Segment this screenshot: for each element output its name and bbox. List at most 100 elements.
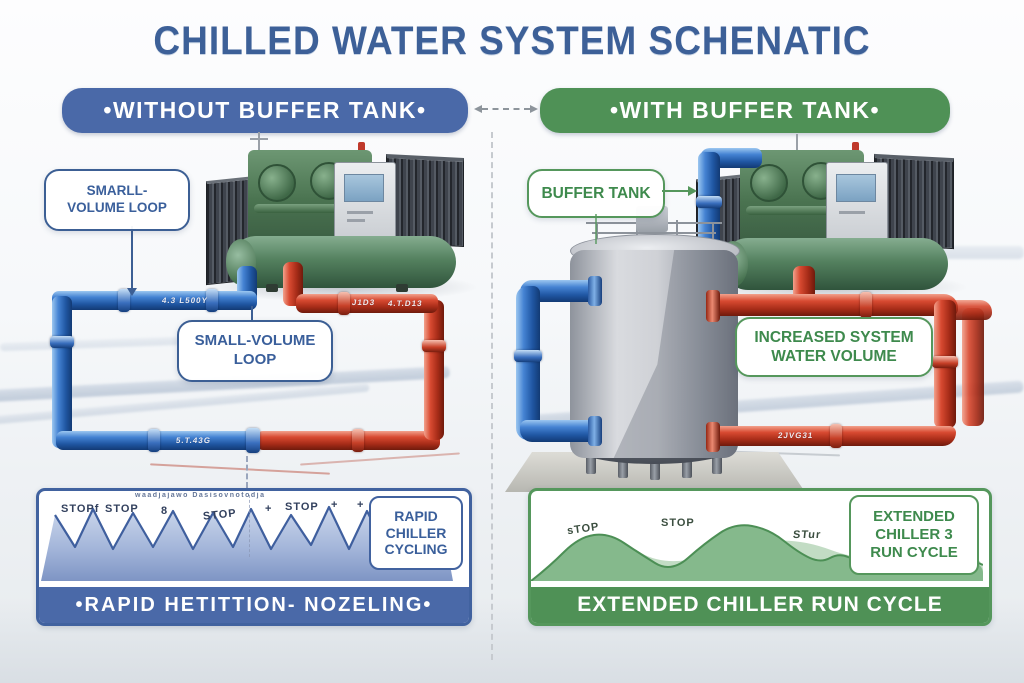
- pipe-label-garbled: 4.3 L500Y: [161, 296, 209, 305]
- header-with-buffer-tank: •WITH BUFFER TANK•: [540, 88, 950, 133]
- pipe-coupling: [352, 429, 364, 452]
- receiver-tank: [226, 236, 456, 288]
- callout-connector: [595, 214, 597, 244]
- stop-label: STOPf: [61, 503, 100, 515]
- pipe-coupling: [830, 424, 842, 448]
- center-divider: [491, 132, 493, 660]
- tank-leg: [586, 446, 596, 474]
- tank-railing: [592, 232, 716, 234]
- pipe-coupling: [422, 340, 446, 352]
- pipe-coupling: [696, 196, 722, 208]
- pipe-coupling: [206, 289, 218, 312]
- compare-arrowhead-left-icon: [474, 105, 482, 113]
- chiller-rod: [250, 138, 268, 140]
- chart-extended-run: sTOP STOP STur EXTENDED CHILLER 3 RUN CY…: [528, 488, 992, 626]
- control-screen: [836, 174, 876, 202]
- pipe-coupling: [50, 336, 74, 348]
- pipe-coupling: [338, 292, 350, 315]
- tank-port-flange: [706, 422, 720, 452]
- tank-supply-riser: [698, 152, 720, 264]
- tank-port-flange: [706, 290, 720, 322]
- receiver-tank: [718, 238, 948, 290]
- callout-line: VOLUME LOOP: [67, 200, 167, 215]
- pipe-coupling: [932, 356, 958, 368]
- tank-port-flange: [588, 416, 602, 446]
- tank-blue-loop-riser: [516, 286, 540, 440]
- tank-railing-post: [596, 222, 598, 242]
- chiller-foot: [396, 284, 408, 292]
- panel-dot: [347, 219, 365, 222]
- condenser-coil-right: [386, 153, 464, 248]
- sidebox-rapid-chiller-cycling: RAPID CHILLER CYCLING: [369, 496, 463, 570]
- return-pipe-top: [296, 294, 438, 313]
- garbled-caption: waadjajawo Dasisovnotodja: [135, 492, 266, 499]
- sidebox-line: CHILLER: [385, 524, 447, 541]
- callout-arrowhead-icon: [127, 288, 137, 296]
- chiller-unit-right: [696, 134, 954, 292]
- banner-label: •RAPID HETITTION- NOZELING•: [75, 593, 433, 616]
- sidebox-line: CYCLING: [384, 541, 448, 558]
- compressor-dome: [750, 164, 788, 202]
- pipe-coupling: [860, 292, 872, 318]
- tank-leg: [618, 450, 628, 478]
- compare-arrowhead-right-icon: [530, 105, 538, 113]
- header-without-buffer-tank: •WITHOUT BUFFER TANK•: [62, 88, 468, 133]
- callout-line: LOOP: [233, 351, 277, 368]
- stop-label: STur: [792, 529, 822, 541]
- chiller-rod: [796, 134, 798, 156]
- header-with-label: •WITH BUFFER TANK•: [609, 97, 881, 123]
- stop-label: STOP: [285, 501, 319, 513]
- tank-leg: [650, 452, 660, 480]
- callout-connector: [251, 306, 253, 322]
- pipe-label-garbled: 5.T.43G: [175, 436, 212, 445]
- header-without-label: •WITHOUT BUFFER TANK•: [103, 97, 427, 123]
- pipe-coupling: [514, 350, 542, 362]
- callout-line: WATER VOLUME: [771, 348, 897, 365]
- chart-connector: [246, 456, 248, 488]
- chiller-beacon: [358, 142, 365, 152]
- tank-railing-post: [676, 220, 678, 242]
- callout-increased-volume: INCREASED SYSTEM WATER VOLUME: [735, 317, 933, 377]
- tank-leg: [682, 450, 692, 478]
- banner-rapid-cycling: •RAPID HETITTION- NOZELING•: [39, 587, 469, 623]
- pipe-coupling: [148, 429, 160, 452]
- callout-arrowhead-icon: [688, 186, 697, 196]
- stop-label: +: [265, 503, 273, 515]
- callout-line: SMARLL-: [86, 183, 148, 199]
- return-pipe-right-riser: [424, 300, 444, 440]
- stop-label: STOP: [661, 517, 695, 529]
- control-screen: [344, 174, 384, 202]
- tank-leg: [712, 446, 722, 474]
- page-title: CHILLED WATER SYSTEM SCHENATIC: [153, 18, 871, 63]
- banner-extended-run: EXTENDED CHILLER RUN CYCLE: [531, 587, 989, 623]
- manifold-bar: [254, 204, 364, 213]
- manifold-bar: [746, 206, 856, 215]
- pipe-label-garbled: 2JVG31: [777, 431, 814, 440]
- chiller-beacon: [852, 142, 859, 152]
- panel-dot: [347, 211, 373, 214]
- chart-dashed-line: [249, 495, 250, 557]
- stop-label: +: [331, 499, 339, 511]
- return-pipe-top: [712, 294, 958, 316]
- callout-line: BUFFER TANK: [541, 184, 651, 202]
- tank-blue-loop-bottom: [520, 420, 602, 442]
- pipe-label-garbled: 4.T.D13: [387, 299, 424, 308]
- banner-label: EXTENDED CHILLER RUN CYCLE: [577, 593, 943, 616]
- return-pipe-bottom: [256, 431, 440, 450]
- sidebox-extended-run-cycle: EXTENDED CHILLER 3 RUN CYCLE: [849, 495, 979, 575]
- sidebox-line: RAPID: [394, 507, 438, 524]
- chiller-foot: [266, 284, 278, 292]
- callout-line: INCREASED SYSTEM: [754, 328, 914, 346]
- callout-small-volume-loop-mid: SMALL-VOLUME LOOP: [177, 320, 333, 382]
- control-panel: [826, 162, 888, 250]
- pipe-coupling: [246, 428, 260, 453]
- stop-label: 8: [161, 505, 169, 517]
- callout-buffer-tank: BUFFER TANK: [527, 169, 665, 218]
- sidebox-line: EXTENDED: [873, 508, 955, 525]
- chart-rapid-cycling: waadjajawo Dasisovnotodja STOPf STOP 8 S…: [36, 488, 472, 626]
- supply-pipe-top: [52, 291, 257, 310]
- callout-connector: [131, 226, 133, 288]
- sidebox-line: RUN CYCLE: [870, 544, 958, 561]
- sidebox-line: CHILLER 3: [875, 526, 953, 543]
